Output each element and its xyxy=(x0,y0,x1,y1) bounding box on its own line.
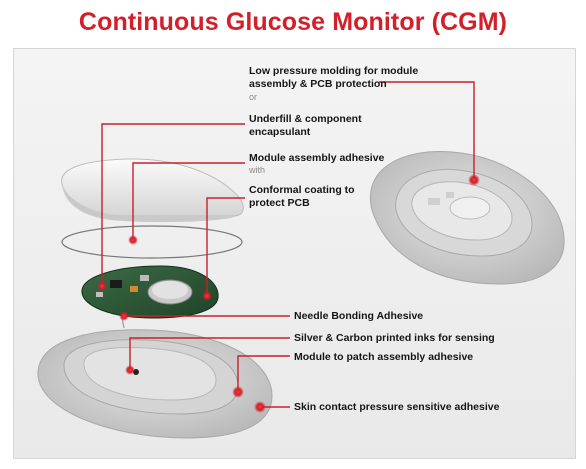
markers xyxy=(97,174,480,413)
callout-line: Skin contact pressure sensitive adhesive xyxy=(294,401,500,413)
callout-line: Module to patch assembly adhesive xyxy=(294,351,474,363)
page-title: Continuous Glucose Monitor (CGM) xyxy=(78,8,508,36)
callout-line: Low pressure molding for module xyxy=(249,65,419,77)
callout-module-assembly-adhesive: Module assembly adhesive xyxy=(249,152,384,165)
callout-needle-bonding: Needle Bonding Adhesive xyxy=(294,310,423,323)
pcb-board xyxy=(81,265,219,329)
gasket-ring xyxy=(61,225,243,259)
leader-module-adhesive xyxy=(132,162,245,240)
leader-underfill xyxy=(101,123,245,286)
assembled-device xyxy=(369,151,565,285)
callout-conformal-coating: Conformal coating to protect PCB xyxy=(249,184,355,210)
marker-conformal xyxy=(202,291,212,301)
marker-low-pressure xyxy=(468,174,480,186)
connector-or: or xyxy=(249,92,258,102)
marker-patch-adhesive xyxy=(232,386,244,398)
callout-skin-contact: Skin contact pressure sensitive adhesive xyxy=(294,401,499,414)
callout-line: Underfill & component xyxy=(249,113,362,125)
marker-skin xyxy=(254,401,266,413)
callout-line: Needle Bonding Adhesive xyxy=(294,310,424,322)
marker-inks xyxy=(125,365,135,375)
callout-line: Silver & Carbon printed inks for sensing xyxy=(294,332,495,344)
callout-printed-inks: Silver & Carbon printed inks for sensing xyxy=(294,332,495,345)
leader-patch-adhesive xyxy=(237,355,290,392)
callout-line: assembly & PCB protection xyxy=(249,78,387,90)
connector-with: with xyxy=(249,165,266,175)
lower-patch xyxy=(37,329,273,439)
marker-underfill xyxy=(97,281,107,291)
callout-module-to-patch: Module to patch assembly adhesive xyxy=(294,351,473,364)
leader-conformal xyxy=(206,197,245,296)
marker-module-adhesive xyxy=(128,235,138,245)
callout-line: encapsulant xyxy=(249,126,311,138)
marker-needle xyxy=(119,311,129,321)
callout-underfill: Underfill & component encapsulant xyxy=(249,113,362,139)
callout-low-pressure-molding: Low pressure molding for module assembly… xyxy=(249,65,418,91)
leader-low-pressure xyxy=(379,81,475,180)
top-cover xyxy=(61,158,244,223)
callout-line: Module assembly adhesive xyxy=(249,152,385,164)
callout-line: Conformal coating to xyxy=(249,184,355,196)
callout-line: protect PCB xyxy=(249,197,310,209)
leader-inks xyxy=(129,337,290,370)
